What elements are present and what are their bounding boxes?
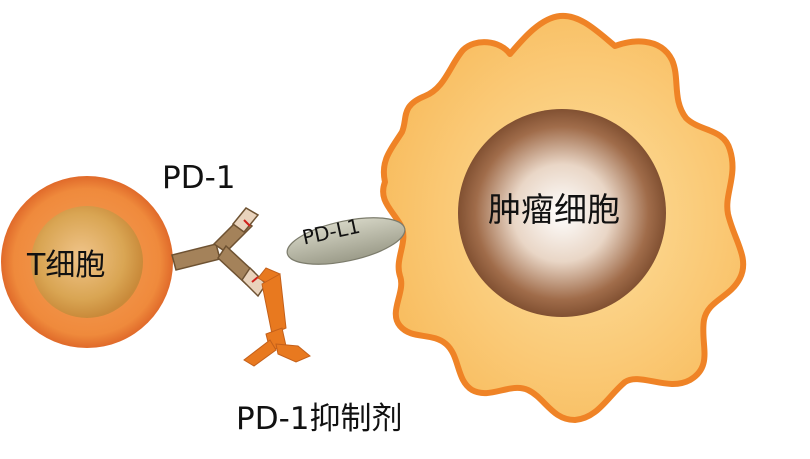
tumor-cell [380,12,747,423]
pd1-receptor [171,207,267,298]
pd1-inhibitor-antibody [243,267,311,367]
tumor-nucleus [458,109,666,317]
t-cell-inner [31,206,143,318]
pdl1-ligand [286,217,406,265]
pd1-label: PD-1 [162,160,236,196]
tumor-cell-label: 肿瘤细胞 [488,190,620,229]
t-cell [1,176,173,348]
t-cell-label: T细胞 [27,248,106,283]
pd1-inhibitor-label: PD-1抑制剂 [236,401,403,437]
